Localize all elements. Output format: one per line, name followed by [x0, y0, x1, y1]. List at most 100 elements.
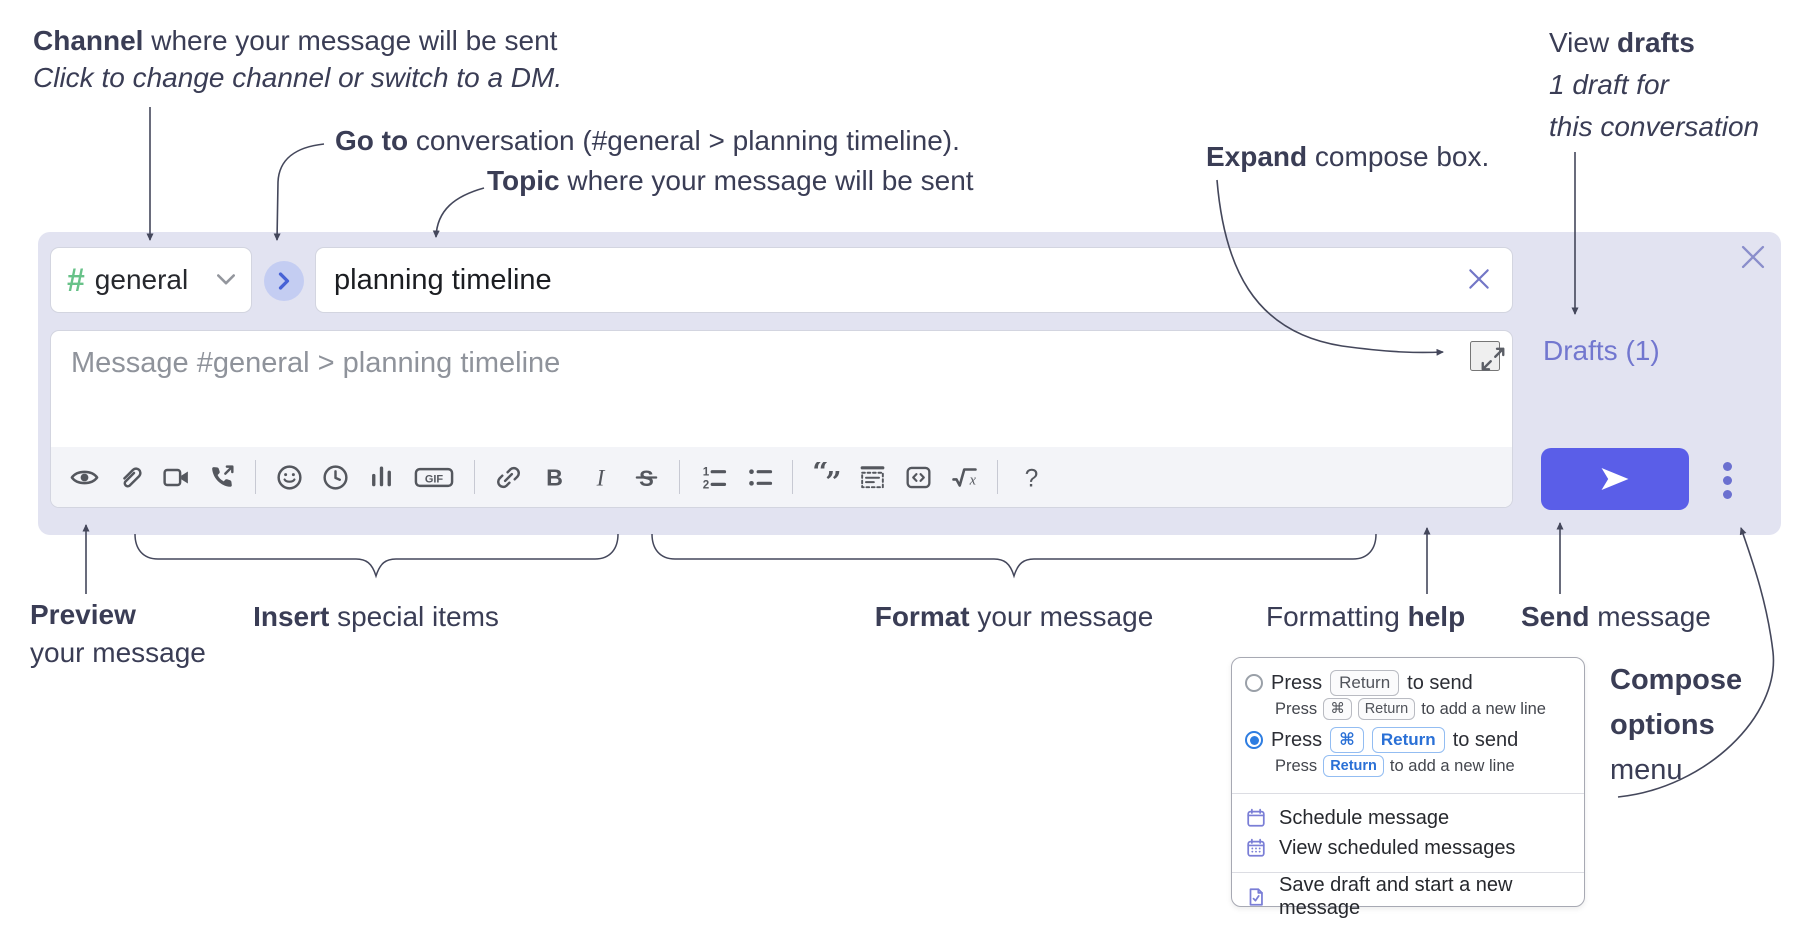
quote-button[interactable]: “”	[803, 454, 849, 500]
goto-pointer	[273, 143, 325, 241]
radio-unselected-icon[interactable]	[1245, 674, 1263, 692]
annotation-channel-sub: Click to change channel or switch to a D…	[33, 62, 563, 93]
send-button[interactable]	[1541, 448, 1689, 510]
ellipsis-icon	[1722, 461, 1732, 471]
italic-button[interactable]: I	[577, 454, 623, 500]
gif-button[interactable]: GIF	[404, 454, 464, 500]
drafts-link[interactable]: Drafts (1)	[1543, 335, 1660, 366]
help-button[interactable]: ?	[1008, 454, 1054, 500]
code-button[interactable]	[895, 454, 941, 500]
link-button[interactable]	[485, 454, 531, 500]
calendar-dates-icon	[1247, 838, 1265, 857]
compose-options-button[interactable]	[1707, 454, 1747, 506]
insert-brace	[134, 533, 619, 579]
spoiler-icon	[860, 465, 884, 488]
go-to-conversation-button[interactable]	[264, 261, 304, 301]
annotation-insert: Insert special items	[253, 601, 499, 632]
message-compose-area[interactable]: Message #general > planning timeline GIF…	[50, 330, 1513, 508]
preview-icon	[70, 470, 98, 484]
toolbar-divider	[679, 460, 680, 494]
calendar-icon	[1247, 808, 1265, 827]
kbd-key: ⌘	[1330, 727, 1364, 753]
annotation-channel-bold: Channel	[33, 25, 144, 56]
attach-button[interactable]	[107, 454, 153, 500]
expand-icon	[1481, 347, 1505, 371]
math-button[interactable]: x	[941, 454, 987, 500]
channel-hash-icon: #	[67, 262, 85, 298]
format-brace	[651, 533, 1377, 579]
video-call-button[interactable]	[153, 454, 199, 500]
numbered-list-icon: 12	[702, 465, 726, 491]
emoji-button[interactable]	[266, 454, 312, 500]
bold-button[interactable]: B	[531, 454, 577, 500]
kbd-key: ⌘	[1323, 698, 1352, 720]
svg-text:B: B	[546, 464, 563, 490]
emoji-icon	[276, 464, 302, 490]
clear-topic-button[interactable]	[1464, 265, 1494, 295]
strikethrough-button[interactable]: S	[623, 454, 669, 500]
topic-value: planning timeline	[334, 263, 552, 296]
svg-text:?: ?	[1024, 465, 1038, 492]
svg-text:GIF: GIF	[425, 473, 444, 485]
menu-divider	[1232, 872, 1584, 873]
kbd-key: Return	[1357, 698, 1416, 720]
annotation-goto: Go to conversation (#general > planning …	[335, 125, 960, 156]
time-icon	[322, 464, 348, 490]
chevron-right-icon	[278, 272, 290, 290]
menu-item-view-scheduled-messages[interactable]: View scheduled messages	[1245, 833, 1571, 863]
quote-icon: “”	[812, 462, 841, 493]
strikethrough-icon: S	[635, 465, 657, 490]
annotation-preview: Preview your message	[30, 599, 206, 668]
bulleted-list-icon	[748, 468, 772, 486]
time-button[interactable]	[312, 454, 358, 500]
annotation-format: Format your message	[874, 601, 1154, 632]
draft-section: Save draft and start a new message	[1232, 873, 1584, 921]
annotation-topic: Topic where your message will be sent	[487, 165, 974, 196]
svg-text:2: 2	[702, 478, 708, 491]
topic-pointer	[432, 187, 485, 238]
kbd-key: Return	[1371, 727, 1445, 753]
menu-divider	[1232, 793, 1584, 794]
annotation-view-drafts: View drafts 1 draft for this conversatio…	[1549, 27, 1760, 142]
save-draft-icon	[1249, 888, 1263, 906]
voice-call-button[interactable]	[199, 454, 245, 500]
link-icon	[496, 466, 520, 488]
svg-text:1: 1	[702, 465, 709, 478]
code-icon	[905, 466, 931, 488]
topic-input[interactable]: planning timeline	[315, 247, 1513, 313]
channel-selector[interactable]: # general	[50, 247, 252, 313]
kbd-key: Return	[1330, 670, 1400, 696]
close-compose-button[interactable]	[1738, 243, 1768, 273]
toolbar-divider	[255, 460, 256, 494]
expand-compose-button[interactable]	[1470, 341, 1505, 371]
preview-button[interactable]	[61, 454, 107, 500]
poll-button[interactable]	[358, 454, 404, 500]
bulleted-list-button[interactable]	[736, 454, 782, 500]
compose-box: # general planning timeline Message #gen…	[38, 232, 1781, 535]
voice-call-icon	[211, 464, 234, 487]
annotation-send: Send message	[1521, 601, 1711, 632]
radio-selected-icon[interactable]	[1245, 731, 1263, 749]
menu-item-schedule-message[interactable]: Schedule message	[1245, 803, 1571, 833]
svg-text:”: ”	[825, 464, 841, 492]
spoiler-button[interactable]	[849, 454, 895, 500]
annotation-formatting-help: Formatting help	[1266, 601, 1466, 632]
close-icon	[1469, 268, 1489, 289]
message-placeholder[interactable]: Message #general > planning timeline	[71, 347, 561, 379]
attach-icon	[122, 466, 142, 487]
help-icon: ?	[1024, 465, 1038, 492]
svg-text:“: “	[812, 462, 828, 488]
gif-icon: GIF	[414, 467, 454, 487]
menu-item-save-draft-and-start-a-new-message[interactable]: Save draft and start a new message	[1245, 874, 1571, 919]
annotation-expand: Expand compose box.	[1206, 141, 1490, 172]
video-call-icon	[162, 468, 188, 486]
svg-text:I: I	[595, 465, 605, 491]
poll-icon	[371, 466, 391, 486]
